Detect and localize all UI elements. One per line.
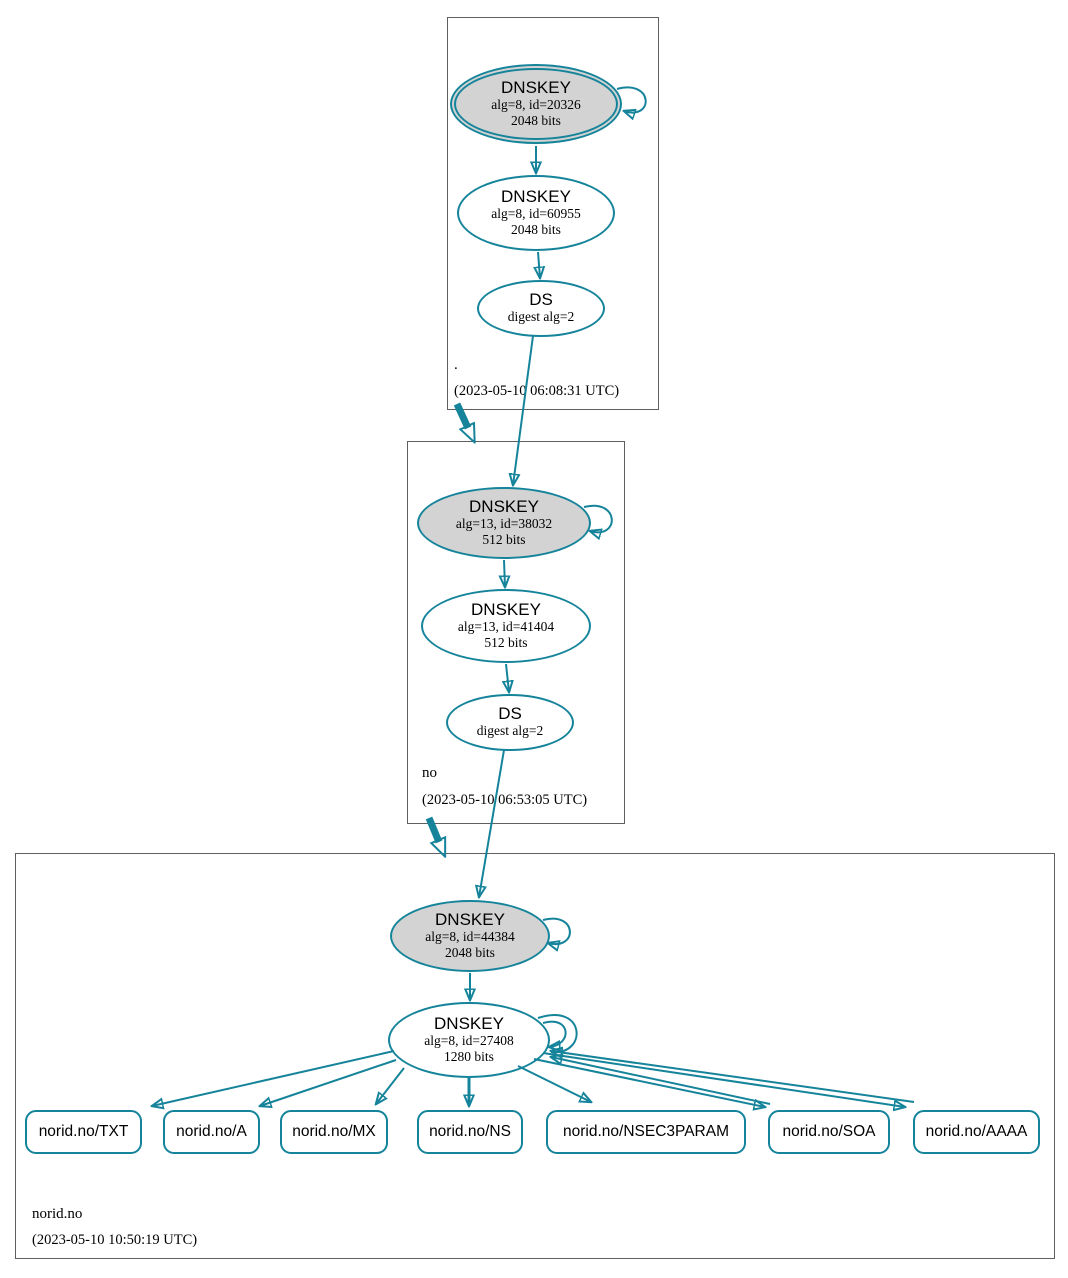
node-dnskey-20326[interactable]: DNSKEY alg=8, id=20326 2048 bits [450,64,622,144]
rrset-norid-no-mx[interactable]: norid.no/MX [280,1110,388,1154]
ds-title: DS [498,704,522,724]
rrset-label: norid.no/AAAA [925,1123,1028,1140]
zone-name-norid-no: norid.no [32,1206,83,1222]
dnskey-title: DNSKEY [501,186,571,206]
rrset-label: norid.no/SOA [782,1123,876,1140]
rrset-norid-no-aaaa[interactable]: norid.no/AAAA [913,1110,1040,1154]
rrset-label: norid.no/A [176,1123,247,1140]
dnskey-bits: 2048 bits [511,221,561,237]
rrset-norid-no-a[interactable]: norid.no/A [163,1110,260,1154]
dnskey-alg-id: alg=8, id=27408 [424,1032,514,1048]
ds-digest: digest alg=2 [476,723,544,739]
zone-box-norid-no [15,853,1055,1259]
zone-name-root: . [454,357,458,373]
dnskey-alg-id: alg=8, id=44384 [425,928,515,944]
zone-timestamp-norid-no: (2023-05-10 10:50:19 UTC) [32,1232,198,1248]
ds-digest: digest alg=2 [507,309,575,325]
node-ds-root[interactable]: DS digest alg=2 [477,280,605,337]
zone-name-no: no [422,765,437,781]
rrset-label: norid.no/TXT [38,1123,129,1140]
dnskey-title: DNSKEY [435,909,505,929]
rrset-label: norid.no/NS [429,1123,511,1140]
dnskey-alg-id: alg=8, id=60955 [491,205,581,221]
zone-timestamp-root: (2023-05-10 06:08:31 UTC) [454,383,620,399]
rrset-norid-no-soa[interactable]: norid.no/SOA [768,1110,890,1154]
rrset-norid-no-txt[interactable]: norid.no/TXT [25,1110,142,1154]
dnskey-alg-id: alg=8, id=20326 [491,96,581,112]
node-dnskey-27408[interactable]: DNSKEY alg=8, id=27408 1280 bits [388,1002,550,1078]
zone-timestamp-no: (2023-05-10 06:53:05 UTC) [422,792,588,808]
node-dnskey-38032[interactable]: DNSKEY alg=13, id=38032 512 bits [417,487,591,559]
rrset-label: norid.no/NSEC3PARAM [563,1123,729,1140]
ds-title: DS [529,290,553,310]
dnskey-bits: 2048 bits [445,944,495,960]
node-dnskey-41404[interactable]: DNSKEY alg=13, id=41404 512 bits [421,589,591,663]
node-ds-no[interactable]: DS digest alg=2 [446,694,574,751]
dnskey-title: DNSKEY [471,599,541,619]
dnskey-bits: 512 bits [482,531,526,547]
dnskey-alg-id: alg=13, id=38032 [455,515,553,531]
dnskey-bits: 512 bits [484,634,528,650]
dnskey-bits: 2048 bits [511,112,561,128]
rrset-label: norid.no/MX [292,1123,376,1140]
node-dnskey-44384[interactable]: DNSKEY alg=8, id=44384 2048 bits [390,900,550,972]
dnskey-title: DNSKEY [501,77,571,97]
rrset-norid-no-ns[interactable]: norid.no/NS [417,1110,523,1154]
dnskey-title: DNSKEY [469,496,539,516]
dnskey-alg-id: alg=13, id=41404 [457,618,555,634]
node-dnskey-60955[interactable]: DNSKEY alg=8, id=60955 2048 bits [457,175,615,251]
dnskey-bits: 1280 bits [444,1048,494,1064]
rrset-norid-no-nsec3param[interactable]: norid.no/NSEC3PARAM [546,1110,746,1154]
dnskey-title: DNSKEY [434,1013,504,1033]
zone-box-root [447,17,659,410]
